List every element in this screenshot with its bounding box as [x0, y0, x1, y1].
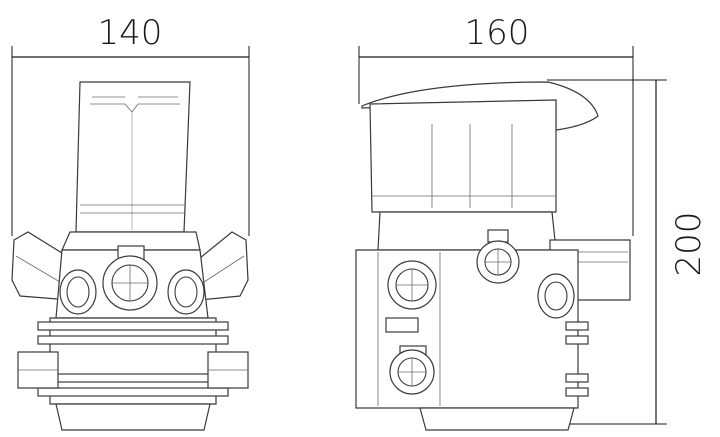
side-view [355, 81, 631, 431]
front-view [11, 81, 249, 431]
side-width-dimension: 160 [358, 13, 634, 236]
side-width-label: 160 [465, 13, 530, 53]
height-label: 200 [669, 212, 709, 277]
front-width-label: 140 [98, 13, 163, 53]
front-width-dimension: 140 [11, 13, 250, 236]
